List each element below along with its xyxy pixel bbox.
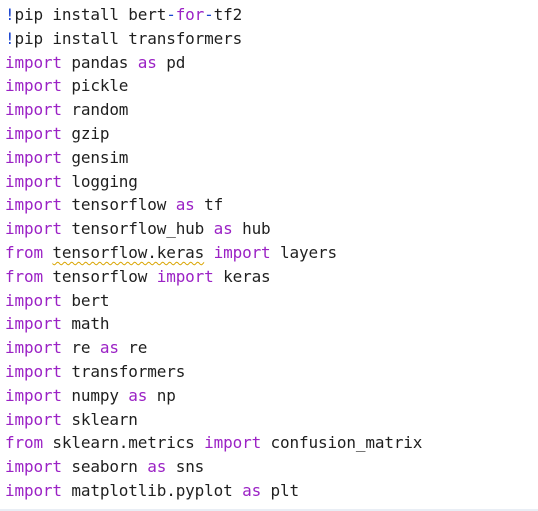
code-token: confusion_matrix [261,433,423,453]
code-token: logging [61,171,138,191]
code-token: sns [166,457,205,477]
keyword-token: as [213,219,233,239]
code-line[interactable]: import logging [5,170,538,194]
code-token: pandas [61,52,138,72]
code-line[interactable]: import transformers [5,360,538,384]
keyword-token: import [5,52,62,72]
keyword-token: from [5,433,43,453]
code-token: gensim [61,147,129,167]
code-lines-container[interactable]: !pip install bert-for-tf2!pip install tr… [5,3,538,503]
keyword-token: from [5,242,43,262]
code-token: sklearn [61,409,138,429]
keyword-token: import [5,219,62,239]
keyword-token: import [5,409,62,429]
code-token: tensorflow_hub [61,219,214,239]
code-line[interactable]: import sklearn [5,408,538,432]
code-line[interactable]: import pickle [5,74,538,98]
code-line[interactable]: !pip install transformers [5,27,538,51]
keyword-token: import [5,385,62,405]
code-token: sklearn.metrics [42,433,205,453]
code-line[interactable]: import re as re [5,336,538,360]
code-token: matplotlib.pyplot [61,480,243,500]
code-token: pd [156,52,186,72]
code-token: numpy [61,385,129,405]
code-line[interactable]: from tensorflow import keras [5,265,538,289]
keyword-token: import [5,314,62,334]
code-token: layers [270,242,337,262]
keyword-token: import [5,171,62,191]
keyword-token: import [156,266,214,286]
keyword-token: import [5,100,62,120]
code-token [43,243,52,262]
code-token: random [61,100,129,120]
code-line[interactable]: import gensim [5,146,538,170]
code-token: seaborn [61,457,148,477]
code-token: tf2 [213,5,243,24]
code-token: tensorflow [42,266,157,286]
keyword-token: import [5,123,62,143]
code-line[interactable]: !pip install bert-for-tf2 [5,3,538,27]
code-token: re [118,338,148,358]
code-line[interactable]: import numpy as np [5,384,538,408]
code-token [204,243,213,262]
code-token: pickle [61,76,129,96]
keyword-token: import [5,195,62,215]
code-token: gzip [61,123,110,143]
code-token: transformers [61,361,186,381]
keyword-token: import [5,457,62,477]
code-line[interactable]: import math [5,312,538,336]
keyword-token: import [5,76,62,96]
code-token: tf [194,195,224,215]
operator-token: ! [5,28,15,48]
code-line[interactable]: import matplotlib.pyplot as plt [5,479,538,503]
keyword-token: import [204,433,262,453]
code-line[interactable]: import bert [5,289,538,313]
keyword-token: as [128,385,148,405]
code-line[interactable]: import random [5,98,538,122]
code-line[interactable]: import seaborn as sns [5,455,538,479]
keyword-token: import [5,147,62,167]
keyword-token: import [5,361,62,381]
code-token: plt [261,480,300,500]
code-token: np [147,385,176,405]
keyword-token: as [147,457,167,477]
code-token: pip install bert [14,5,167,24]
keyword-token: as [175,195,195,215]
code-line[interactable]: from sklearn.metrics import confusion_ma… [5,431,538,455]
keyword-token: import [5,480,62,500]
code-token: bert [61,290,110,310]
code-token: re [61,338,100,358]
code-line[interactable]: import tensorflow as tf [5,193,538,217]
keyword-token: as [242,480,262,500]
warning-underlined-token: tensorflow.keras [52,242,205,262]
keyword-token: from [5,266,43,286]
keyword-token: import [213,242,271,262]
code-token: pip install transformers [14,28,243,48]
code-token: keras [213,266,271,286]
code-token: tensorflow [61,195,176,215]
operator-token: - [204,5,214,24]
code-line[interactable]: import gzip [5,122,538,146]
code-line[interactable]: import tensorflow_hub as hub [5,217,538,241]
editor-bottom-border [0,509,538,511]
keyword-token: as [99,338,119,358]
keyword-token: import [5,338,62,358]
code-token: hub [232,219,271,239]
keyword-token: import [5,290,62,310]
keyword-token: as [137,52,157,72]
code-token: math [61,314,110,334]
code-line[interactable]: import pandas as pd [5,51,538,75]
keyword-token: for [175,5,205,24]
operator-token: - [166,5,176,24]
operator-token: ! [5,5,15,24]
code-line[interactable]: from tensorflow.keras import layers [5,241,538,265]
